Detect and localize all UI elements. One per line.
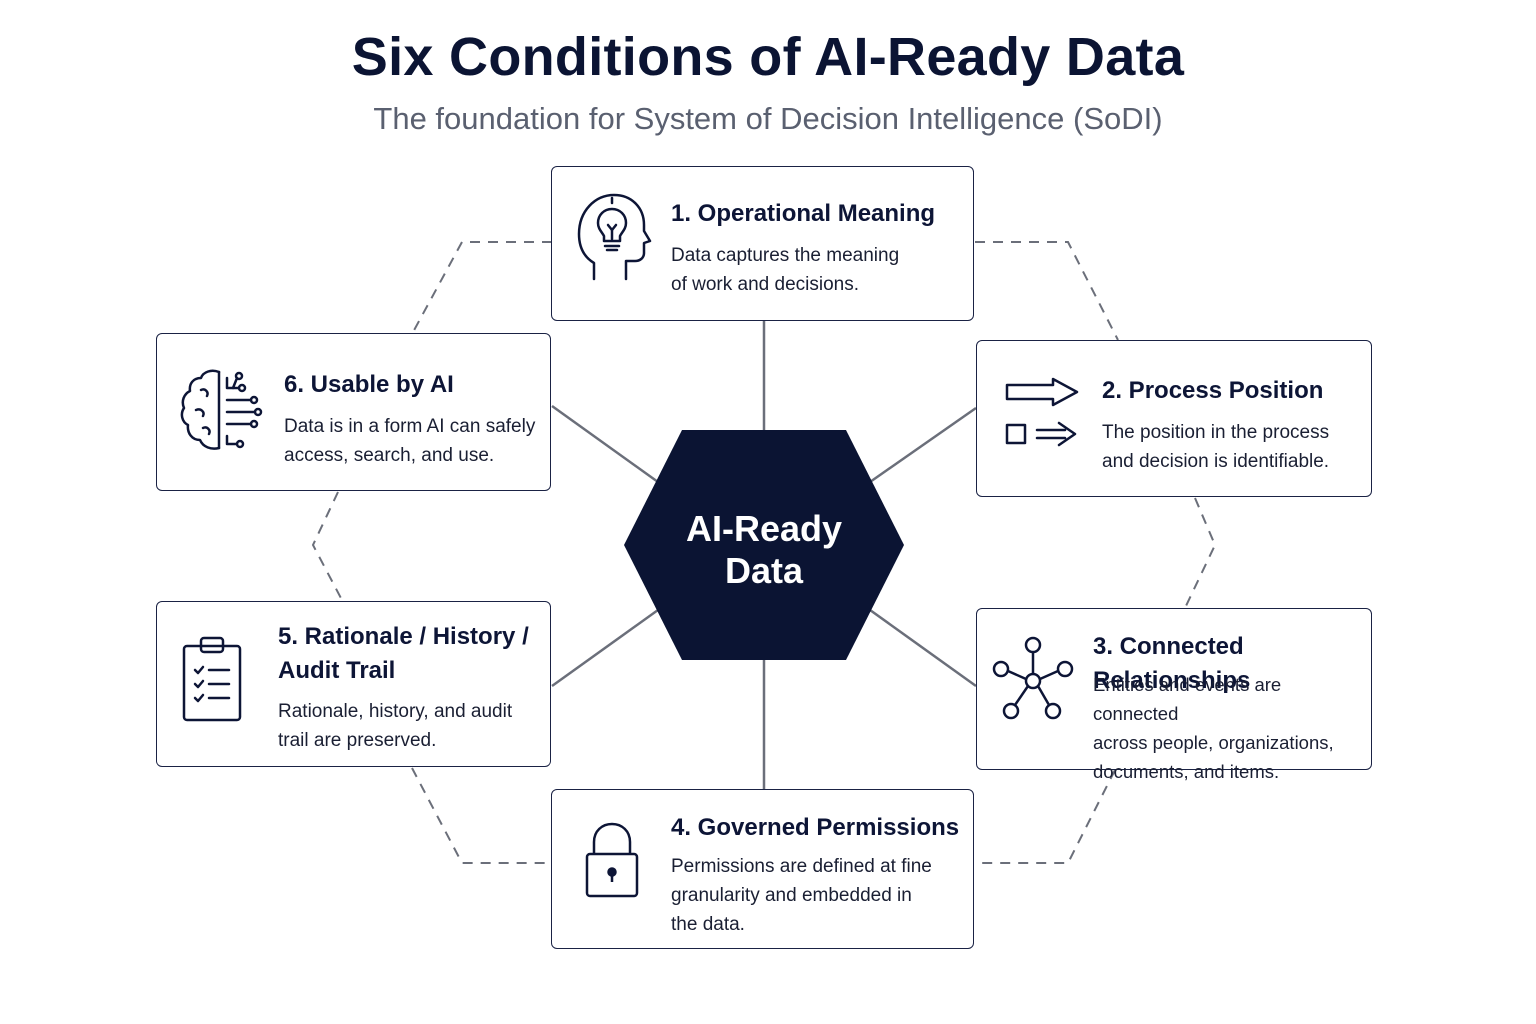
desc-line: Rationale, history, and audit [278, 701, 513, 722]
center-hexagon [624, 430, 904, 660]
padlock-icon [585, 822, 639, 898]
desc-line: of work and decisions. [671, 274, 859, 295]
card-description: Data is in a form AI can safely access, … [284, 412, 535, 470]
condition-card-operational-meaning: 1. Operational Meaning Data captures the… [551, 166, 974, 321]
condition-card-process-position: 2. Process Position The position in the … [976, 340, 1372, 497]
card-title: 1. Operational Meaning [671, 200, 936, 227]
dashed-edge-bottom-left [411, 767, 552, 864]
dashed-edge-bottom-right [975, 769, 1116, 864]
dashed-edge-top-right [975, 241, 1119, 341]
desc-line: across people, organizations, [1093, 732, 1334, 753]
spoke-lower-right [869, 608, 977, 688]
dashed-edge-top-left [411, 241, 552, 335]
desc-line: Data captures the meaning [671, 245, 900, 266]
desc-line: and decision is identifiable. [1102, 451, 1330, 472]
card-title: 4. Governed Permissions [671, 814, 960, 841]
title-line: Audit Trail [278, 657, 396, 684]
head-lightbulb-icon [577, 193, 652, 281]
card-title: 2. Process Position [1102, 377, 1324, 404]
desc-line: Entities and events are connected [1093, 674, 1282, 724]
center-label: AI-Ready Data [624, 508, 904, 592]
spoke-upper-left [551, 404, 659, 484]
title-line: 5. Rationale / History / [278, 623, 529, 650]
card-description: The position in the process and decision… [1102, 418, 1329, 476]
card-title: 3. Connected Relationships [1093, 633, 1251, 694]
spoke-upper-right [869, 406, 977, 484]
spoke-lower-left [551, 608, 659, 688]
desc-line: trail are preserved. [278, 730, 437, 751]
desc-line: documents, and items. [1093, 761, 1280, 782]
desc-line: The position in the process [1102, 422, 1330, 443]
card-description: Permissions are defined at fine granular… [671, 852, 932, 939]
dashed-edge-right [1184, 497, 1217, 609]
clipboard-checklist-icon [182, 636, 242, 722]
spokes [551, 321, 977, 789]
outer-dashed-hexagon [311, 241, 1217, 864]
network-nodes-icon [992, 636, 1074, 720]
condition-card-usable-by-ai: 6. Usable by AI Data is in a form AI can… [156, 333, 551, 491]
desc-line: the data. [671, 914, 745, 935]
card-title: 6. Usable by AI [284, 371, 454, 398]
card-description: Entities and events are connected across… [1093, 670, 1371, 786]
card-description: Rationale, history, and audit trail are … [278, 697, 512, 755]
brain-circuit-icon [180, 369, 263, 450]
process-arrows-icon [1005, 377, 1079, 447]
card-description: Data captures the meaning of work and de… [671, 241, 899, 299]
page-title: Six Conditions of AI-Ready Data [351, 27, 1185, 87]
center-label-line2: Data [724, 550, 804, 591]
condition-card-connected-relationships: 3. Connected Relationships Entities and … [976, 608, 1372, 782]
condition-card-governed-permissions: 4. Governed Permissions Permissions are … [551, 789, 974, 949]
center-label-line1: AI-Ready [685, 508, 843, 549]
desc-line: access, search, and use. [284, 445, 495, 466]
desc-line: Permissions are defined at fine [671, 856, 932, 877]
desc-line: Data is in a form AI can safely [284, 416, 536, 437]
card-title: 5. Rationale / History / Audit Trail [278, 620, 529, 688]
desc-line: granularity and embedded in [671, 885, 912, 906]
dashed-edge-left [311, 491, 344, 603]
page-subtitle: The foundation for System of Decision In… [373, 101, 1163, 136]
condition-card-rationale-history: 5. Rationale / History / Audit Trail Rat… [156, 601, 551, 767]
